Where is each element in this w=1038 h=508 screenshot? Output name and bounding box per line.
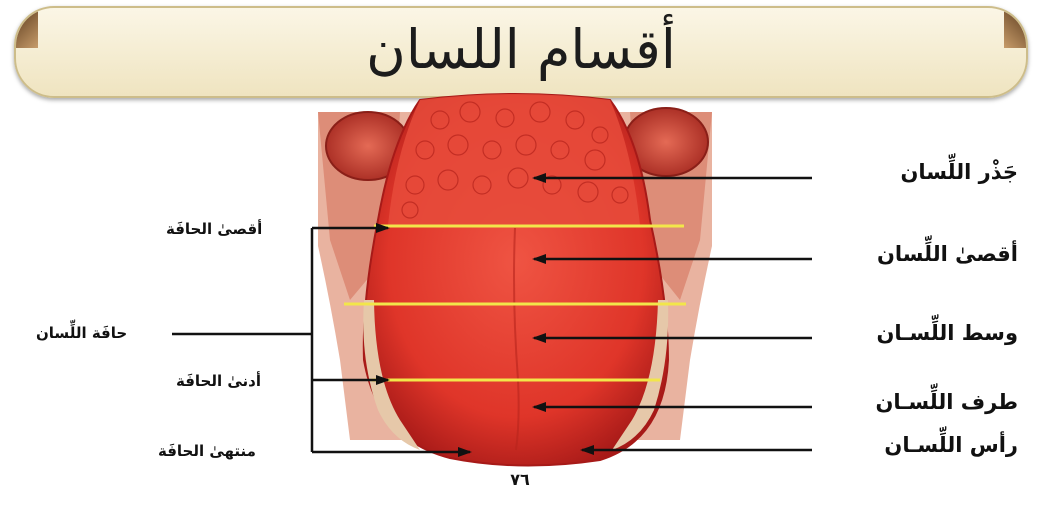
page-number: ٧٦ bbox=[490, 470, 550, 489]
label-tongue-apex: رأس اللِّسـان bbox=[884, 433, 1018, 457]
label-tongue-middle: وسط اللِّسـان bbox=[876, 321, 1018, 345]
label-far-edge: أقصىٰ الحافَة bbox=[166, 220, 262, 238]
label-edge-end: منتهىٰ الحافَة bbox=[158, 442, 256, 460]
label-tongue-tip-part: طرف اللِّسـان bbox=[875, 390, 1018, 414]
label-edge: حافَة اللِّسان bbox=[36, 324, 127, 342]
label-near-edge: أدنىٰ الحافَة bbox=[176, 372, 261, 390]
label-tongue-root: جَذْر اللِّسان bbox=[901, 160, 1019, 184]
label-tongue-back: أقصىٰ اللِّسان bbox=[877, 242, 1018, 266]
